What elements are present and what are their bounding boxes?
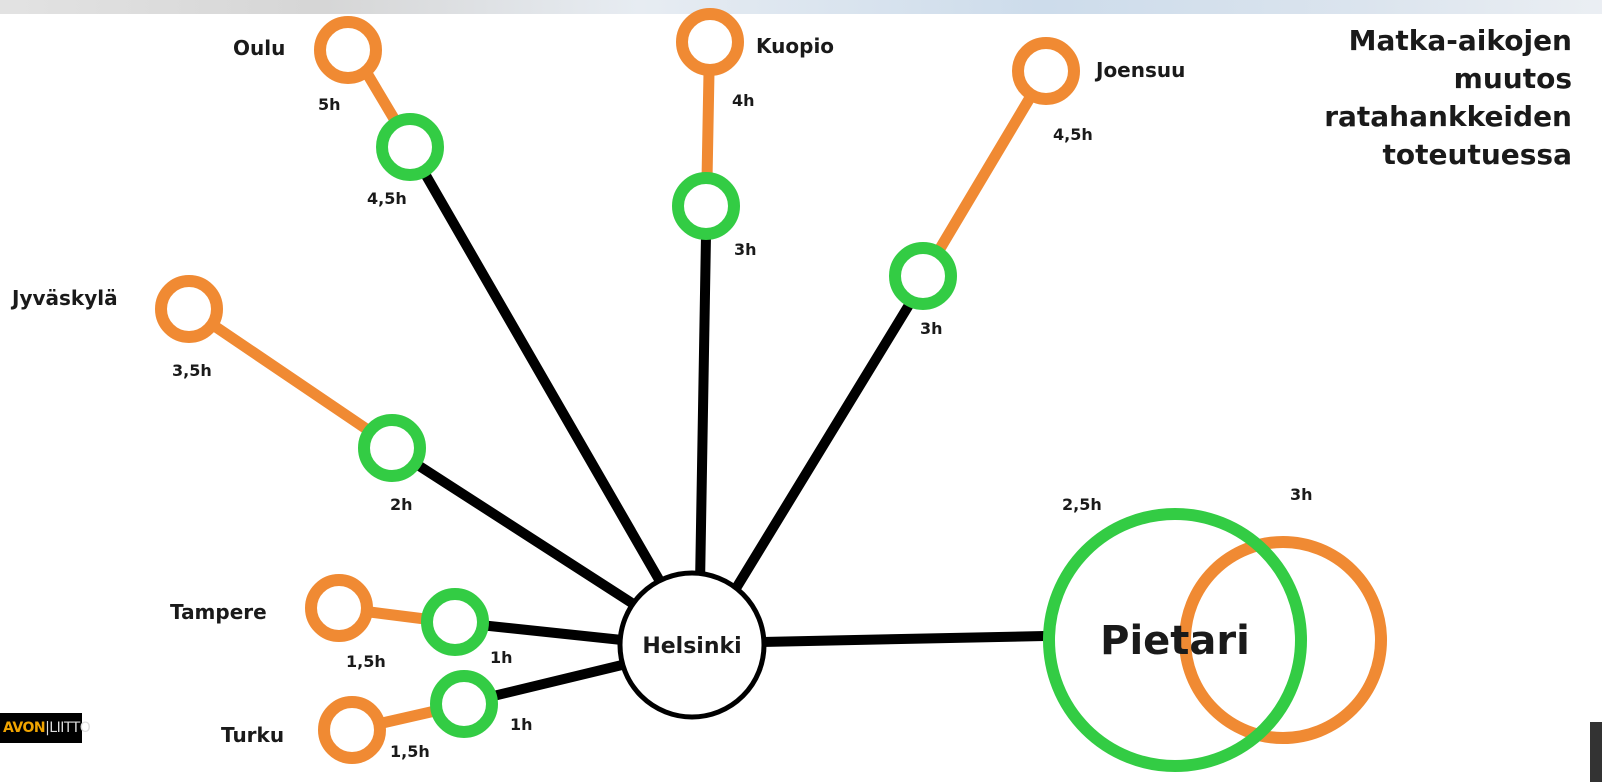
ext-jyvaskyla	[204, 317, 371, 434]
time-jyvaskyla-current: 3,5h	[172, 361, 212, 380]
ext-tampere	[364, 606, 431, 625]
node-oulu-planned	[376, 113, 444, 181]
node-turku-current	[318, 696, 386, 764]
label-helsinki: Helsinki	[642, 634, 741, 659]
corner-decorative-bar	[1590, 722, 1602, 782]
organization-logo: AVON|LIITTO	[0, 713, 91, 743]
node-jyvaskyla-current	[155, 275, 223, 343]
logo-text-part1: AVON	[3, 720, 46, 736]
label-turku: Turku	[221, 723, 284, 747]
label-pietari: Pietari	[1100, 618, 1250, 664]
node-helsinki	[617, 570, 767, 720]
time-pietari-current: 3h	[1290, 485, 1313, 504]
node-joensuu-planned	[889, 242, 957, 310]
time-tampere-planned: 1h	[490, 648, 513, 667]
time-oulu-current: 5h	[318, 95, 341, 114]
time-turku-planned: 1h	[510, 715, 533, 734]
node-jyvaskyla-planned	[358, 414, 426, 482]
title-line-2: muutos	[1453, 62, 1572, 95]
node-turku-planned	[430, 670, 498, 738]
ext-oulu	[362, 69, 402, 128]
node-pietari-current	[1179, 536, 1387, 744]
label-oulu: Oulu	[233, 36, 285, 60]
line-helsinki-oulu	[415, 160, 670, 595]
node-tampere-planned	[421, 588, 489, 656]
line-helsinki-kuopio	[695, 230, 711, 590]
node-pietari-planned	[1043, 508, 1307, 772]
time-oulu-planned: 4,5h	[367, 189, 407, 208]
line-helsinki-turku	[480, 660, 627, 703]
current-nodes	[155, 8, 1387, 764]
node-kuopio-planned	[672, 172, 740, 240]
title-line-3: ratahankkeiden	[1324, 100, 1572, 133]
ext-kuopio	[701, 66, 715, 186]
extension-lines	[204, 66, 1037, 730]
logo-text-part2: |LIITTO	[45, 720, 91, 736]
node-oulu-current	[314, 16, 382, 84]
diagram-title: Matka-aikojen muutos ratahankkeiden tote…	[1242, 22, 1572, 174]
time-joensuu-planned: 3h	[920, 319, 943, 338]
time-kuopio-current: 4h	[732, 91, 755, 110]
title-line-1: Matka-aikojen	[1348, 24, 1572, 57]
node-kuopio-current	[676, 8, 744, 76]
title-line-4: toteutuessa	[1382, 138, 1572, 171]
time-joensuu-current: 4,5h	[1053, 125, 1093, 144]
time-pietari-planned: 2,5h	[1062, 495, 1102, 514]
line-helsinki-jyvaskyla	[405, 455, 640, 610]
line-helsinki-joensuu	[730, 295, 917, 595]
ext-joensuu	[932, 90, 1037, 258]
trunk-lines	[405, 160, 1050, 703]
node-tampere-current	[305, 574, 373, 642]
line-helsinki-pietari	[755, 631, 1050, 647]
ext-turku	[372, 705, 441, 730]
time-kuopio-planned: 3h	[734, 240, 757, 259]
time-jyvaskyla-planned: 2h	[390, 495, 413, 514]
time-tampere-current: 1,5h	[346, 652, 386, 671]
line-helsinki-tampere	[475, 620, 627, 645]
label-kuopio: Kuopio	[756, 34, 834, 58]
node-joensuu-current	[1012, 37, 1080, 105]
label-jyvaskyla: Jyväskylä	[10, 286, 118, 310]
planned-nodes	[358, 113, 1307, 772]
label-joensuu: Joensuu	[1094, 58, 1185, 82]
top-decorative-band	[0, 0, 1602, 14]
time-turku-current: 1,5h	[390, 742, 430, 761]
label-tampere: Tampere	[170, 600, 267, 624]
